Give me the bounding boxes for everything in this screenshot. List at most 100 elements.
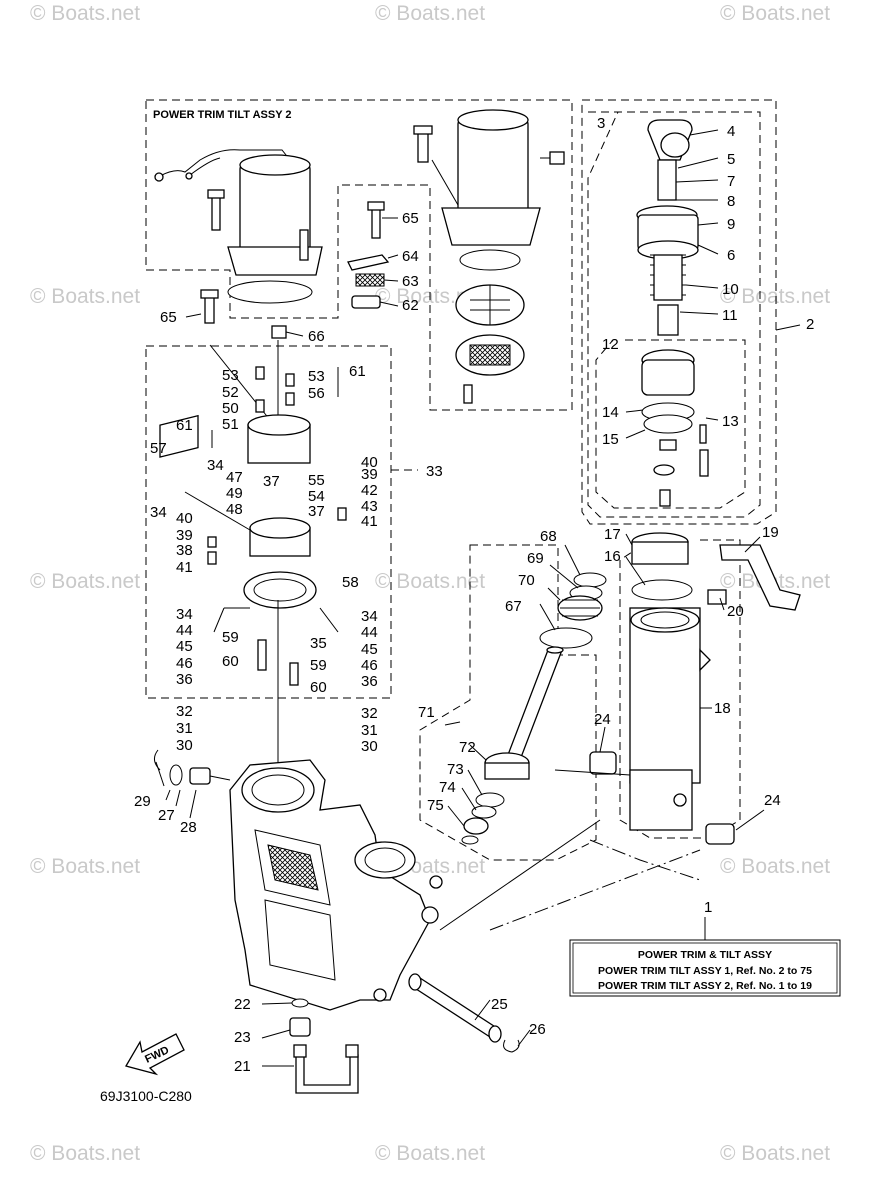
- callouts: 1 2 3 4 5 6 7 8 9 10 11 12 13 14 15 16 1…: [134, 115, 814, 1075]
- callout-21: 21: [234, 1058, 251, 1075]
- callout-9: 9: [727, 216, 735, 233]
- leader-lines: [155, 129, 801, 1067]
- callout-66: 66: [308, 328, 325, 345]
- watermark: © Boats.net: [375, 2, 485, 25]
- watermark: © Boats.net: [30, 570, 140, 593]
- callout-60: 60: [222, 653, 239, 670]
- callout-26: 26: [529, 1021, 546, 1038]
- callout-32: 32: [176, 703, 193, 720]
- callout-27: 27: [158, 807, 175, 824]
- callout-41b: 41: [176, 559, 193, 576]
- motor-assy-1: [413, 109, 565, 404]
- callout-34b: 34: [150, 504, 167, 521]
- callout-34a: 34: [207, 457, 224, 474]
- callout-11: 11: [722, 307, 738, 324]
- callout-3: 3: [597, 115, 605, 132]
- callout-65: 65: [402, 210, 419, 227]
- callout-4: 4: [727, 123, 735, 140]
- group-boxes: [145, 99, 777, 931]
- callout-30b: 30: [361, 738, 378, 755]
- callout-71: 71: [418, 704, 435, 721]
- callout-47: 47: [226, 469, 243, 486]
- callout-29: 29: [134, 793, 151, 810]
- callout-20: 20: [727, 603, 744, 620]
- callout-22: 22: [234, 996, 251, 1013]
- callout-50: 50: [222, 400, 239, 417]
- reference-table: POWER TRIM & TILT ASSY POWER TRIM TILT A…: [569, 917, 841, 997]
- callout-31: 31: [176, 720, 193, 737]
- watermark: © Boats.net: [720, 2, 830, 25]
- callout-59b: 59: [310, 657, 327, 674]
- callout-34d: 34: [361, 608, 378, 625]
- callout-2: 2: [806, 316, 814, 333]
- watermark: © Boats.net: [720, 1142, 830, 1165]
- callout-43: 43: [361, 498, 378, 515]
- callout-68: 68: [540, 528, 557, 545]
- callout-17: 17: [604, 526, 621, 543]
- callout-40b: 40: [176, 510, 193, 527]
- callout-18: 18: [714, 700, 731, 717]
- manifold-housing: [154, 749, 443, 1011]
- callout-35: 35: [310, 635, 327, 652]
- callout-75: 75: [427, 797, 444, 814]
- callout-5: 5: [727, 151, 735, 168]
- callout-28: 28: [180, 819, 197, 836]
- callout-8: 8: [727, 193, 735, 210]
- callout-40: 40: [361, 454, 378, 471]
- callout-32b: 32: [361, 705, 378, 722]
- callout-69: 69: [527, 550, 544, 567]
- callout-61b: 61: [349, 363, 366, 380]
- callout-48: 48: [226, 501, 243, 518]
- watermark: © Boats.net: [30, 285, 140, 308]
- watermark: © Boats.net: [375, 1142, 485, 1165]
- callout-56: 56: [308, 385, 325, 402]
- callout-70: 70: [518, 572, 535, 589]
- callout-72: 72: [459, 739, 476, 756]
- callout-45b: 45: [361, 641, 378, 658]
- callout-13: 13: [722, 413, 739, 430]
- callout-60b: 60: [310, 679, 327, 696]
- callout-44: 44: [176, 622, 193, 639]
- callout-16: 16: [604, 548, 621, 565]
- watermark: © Boats.net: [375, 570, 485, 593]
- callout-53b: 53: [308, 368, 325, 385]
- watermark: © Boats.net: [30, 2, 140, 25]
- callout-15: 15: [602, 431, 619, 448]
- callout-64: 64: [402, 248, 419, 265]
- callout-37b: 37: [308, 503, 325, 520]
- callout-55: 55: [308, 472, 325, 489]
- callout-10: 10: [722, 281, 739, 298]
- callout-61: 61: [176, 417, 193, 434]
- watermark: © Boats.net: [720, 855, 830, 878]
- lower-parts: [289, 769, 631, 1094]
- callout-62: 62: [402, 297, 419, 314]
- valve-block-assy: [159, 340, 347, 775]
- callout-49: 49: [226, 485, 243, 502]
- callout-46: 46: [176, 655, 193, 672]
- callout-34c: 34: [176, 606, 193, 623]
- assy-2-title: POWER TRIM TILT ASSY 2: [153, 109, 292, 121]
- callout-19: 19: [762, 524, 779, 541]
- callout-39b: 39: [176, 527, 193, 544]
- callout-44b: 44: [361, 624, 378, 641]
- small-parts-upper: [200, 201, 390, 339]
- watermark: © Boats.net: [30, 1142, 140, 1165]
- callout-52: 52: [222, 384, 239, 401]
- motor-assy-2: [154, 149, 323, 304]
- tilt-rod-parts: [461, 572, 607, 845]
- watermark: © Boats.net: [30, 855, 140, 878]
- callout-58: 58: [342, 574, 359, 591]
- fwd-arrow-icon: FWD: [125, 1033, 185, 1076]
- callout-41: 41: [361, 513, 378, 530]
- callout-36: 36: [176, 671, 193, 688]
- diagram-code: 69J3100-C280: [100, 1088, 192, 1104]
- callout-37: 37: [263, 473, 280, 490]
- callout-39: 39: [361, 466, 378, 483]
- callout-65b: 65: [160, 309, 177, 326]
- callout-7: 7: [727, 173, 735, 190]
- callout-46b: 46: [361, 657, 378, 674]
- callout-73: 73: [447, 761, 464, 778]
- reference-table-row: POWER TRIM TILT ASSY 2, Ref. No. 1 to 19: [598, 980, 812, 992]
- callout-24b: 24: [764, 792, 781, 809]
